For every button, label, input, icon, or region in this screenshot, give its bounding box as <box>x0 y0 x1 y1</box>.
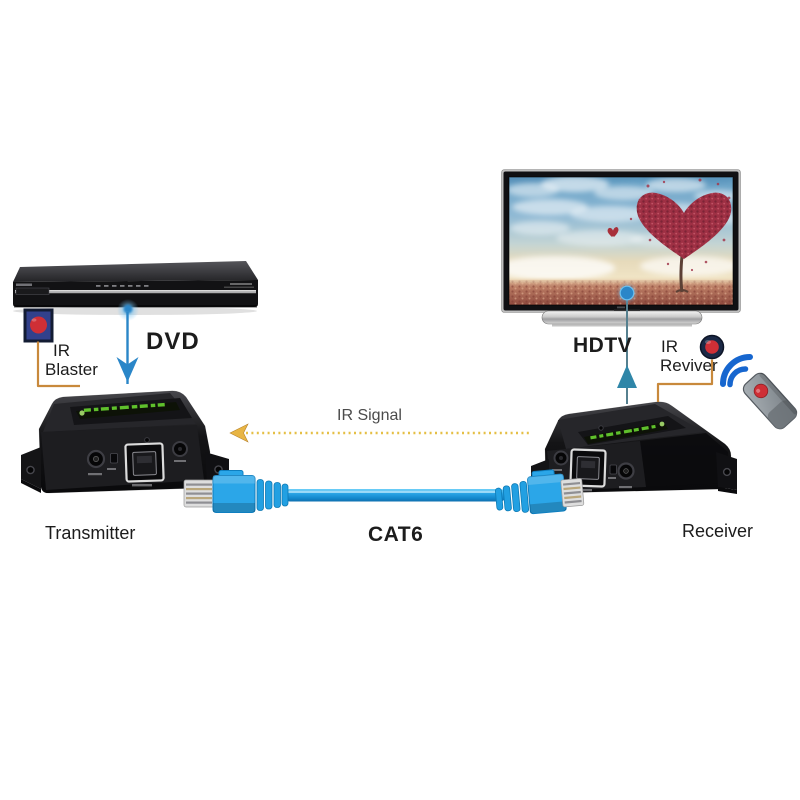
ir-blaster <box>23 308 54 343</box>
heart-tree <box>629 178 732 293</box>
hdmi-connection-dot <box>619 285 635 301</box>
transmitter-rj45-port <box>124 442 165 483</box>
remote-control <box>742 372 798 430</box>
disc-tray-slot <box>15 290 256 294</box>
dvd-arrow <box>116 299 139 384</box>
cat6-label: CAT6 <box>368 523 424 546</box>
dvd-label: DVD <box>146 328 200 355</box>
transmitter-device <box>21 390 229 494</box>
hdtv-label: HDTV <box>573 334 633 357</box>
rj45-plug-left <box>183 470 289 513</box>
ir-signal-label: IR Signal <box>337 407 402 424</box>
cat6-cable <box>183 469 585 515</box>
hdtv-display <box>501 169 741 327</box>
ir-blaster-eye <box>30 316 47 334</box>
ir-blaster-label-line2: Blaster <box>45 360 98 379</box>
ir-receiver-eye <box>699 334 725 360</box>
remote-signal-waves <box>720 354 753 388</box>
ir-receiver-label-line2: Reviver <box>660 356 718 375</box>
transmitter-reset-button <box>110 453 118 464</box>
arrow-head-down-icon <box>116 357 139 382</box>
tv-stand <box>541 310 703 325</box>
receiver-label: Receiver <box>682 521 754 541</box>
receiver-device <box>531 401 737 512</box>
arrow-head-up-icon <box>617 365 637 388</box>
transmitter-label: Transmitter <box>45 523 136 543</box>
receiver-rj45-port <box>569 448 607 488</box>
hdtv-arrow <box>616 282 638 404</box>
tv-screen <box>509 177 733 305</box>
ir-receiver-label-line1: IR <box>661 337 678 356</box>
ir-signal-arrow <box>229 423 530 443</box>
ir-receiver-wire <box>656 359 714 402</box>
ir-blaster-wire <box>36 341 80 388</box>
rj45-plug-right <box>494 469 585 515</box>
ir-blaster-label-line1: IR <box>53 341 70 360</box>
receiver-reset-button <box>609 464 617 475</box>
arrow-head-left-icon <box>229 423 249 443</box>
remote-power-button <box>753 383 769 399</box>
butterfly <box>607 227 619 237</box>
